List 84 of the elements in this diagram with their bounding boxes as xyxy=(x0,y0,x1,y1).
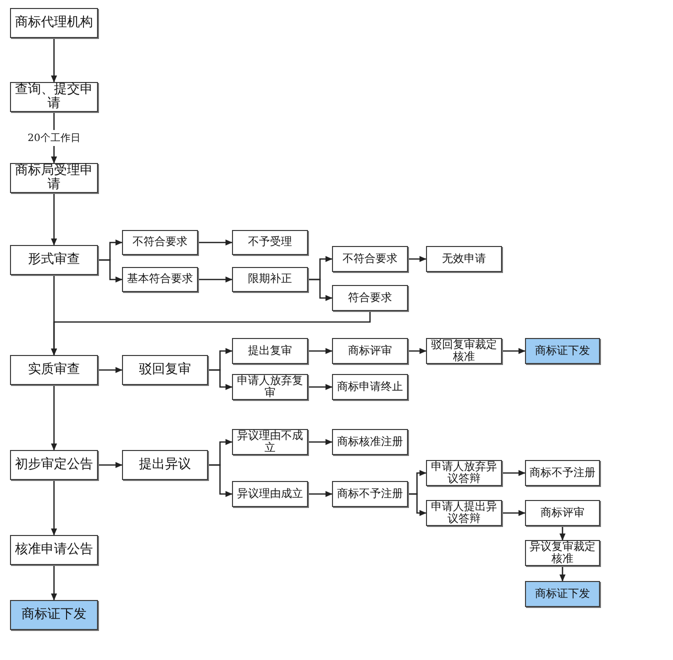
box-label: 实质审查 xyxy=(28,362,80,378)
process-box xyxy=(122,450,208,480)
arrow xyxy=(198,239,232,246)
box-label: 驳回复审 xyxy=(139,362,191,378)
box-label: 商标代理机构 xyxy=(15,16,93,30)
process-box xyxy=(232,481,308,507)
box-label: 查询、提交申请 xyxy=(14,82,94,112)
box-label: 商标证下发 xyxy=(535,588,590,600)
box-label: 异议理由成立 xyxy=(237,488,303,500)
arrow xyxy=(98,366,122,374)
arrow xyxy=(308,438,332,446)
arrow xyxy=(308,348,332,354)
process-box xyxy=(332,429,408,455)
process-box xyxy=(332,481,408,507)
process-box xyxy=(332,374,408,400)
box-label: 初步审定公告 xyxy=(15,458,93,472)
box-label: 商标证下发 xyxy=(22,608,86,622)
box-label: 形式审查 xyxy=(28,252,80,268)
arrow xyxy=(50,480,58,536)
arrow xyxy=(50,275,58,356)
arrow xyxy=(98,462,122,468)
box-label: 符合要求 xyxy=(348,292,392,304)
box-label: 申请人放弃复审 xyxy=(236,374,304,400)
box-label: 基本符合要求 xyxy=(127,273,193,286)
process-box xyxy=(525,581,600,607)
box-label: 商标不予注册 xyxy=(337,488,403,500)
process-box xyxy=(10,245,98,275)
arrow xyxy=(308,384,332,390)
box-label: 无效申请 xyxy=(442,252,486,266)
box-label: 不符合要求 xyxy=(342,252,398,266)
process-box xyxy=(332,285,408,311)
arrow xyxy=(502,510,526,516)
process-box xyxy=(122,230,198,255)
process-box xyxy=(332,338,408,364)
process-box xyxy=(10,600,98,630)
process-box xyxy=(10,8,98,38)
box-label: 不予受理 xyxy=(248,236,292,249)
arrow xyxy=(50,385,58,450)
process-box xyxy=(10,355,98,385)
process-box xyxy=(10,535,98,565)
box-label: 商标申请终止 xyxy=(337,380,403,394)
arrow xyxy=(559,566,566,582)
process-box xyxy=(525,338,600,364)
arrow xyxy=(198,276,232,283)
arrow xyxy=(308,490,332,498)
box-label: 商标局受理申请 xyxy=(14,164,94,192)
box-label: 异议理由不成立 xyxy=(236,430,304,454)
arrow xyxy=(50,38,58,82)
process-box xyxy=(426,246,502,272)
box-label: 商标不予注册 xyxy=(530,466,596,480)
box-label: 商标证下发 xyxy=(535,344,590,358)
arrow xyxy=(502,348,526,354)
process-box xyxy=(10,450,98,480)
box-label: 申请人放弃异议答辩 xyxy=(430,460,498,486)
arrow xyxy=(50,565,58,600)
arrow xyxy=(408,348,426,354)
process-box xyxy=(525,500,600,526)
arrow xyxy=(308,278,332,302)
process-box xyxy=(232,267,308,292)
arrow xyxy=(208,369,232,390)
process-box xyxy=(122,355,208,385)
arrow xyxy=(408,256,426,262)
box-label: 异议复审裁定核准 xyxy=(528,540,596,566)
arrow xyxy=(50,193,58,246)
arrow xyxy=(559,526,566,540)
box-label: 提出异议 xyxy=(139,458,191,472)
process-box xyxy=(332,246,408,272)
box-label: 商标核准注册 xyxy=(337,436,403,448)
box-label: 申请人提出异议答辩 xyxy=(430,500,498,526)
process-box xyxy=(122,267,198,292)
box-label: 商标评审 xyxy=(348,344,392,358)
box-label: 核准申请公告 xyxy=(15,542,93,558)
arrow xyxy=(408,493,426,516)
arrow xyxy=(208,464,232,498)
box-label: 商标评审 xyxy=(540,506,584,520)
box-label: 提出复审 xyxy=(248,344,292,358)
box-label: 不符合要求 xyxy=(132,236,188,249)
process-box xyxy=(232,338,308,364)
box-label: 限期补正 xyxy=(248,273,292,286)
arrow xyxy=(98,259,122,283)
process-box xyxy=(232,230,308,255)
box-label: 驳回复审裁定核准 xyxy=(430,338,498,364)
process-box xyxy=(525,460,600,486)
arrow xyxy=(502,470,526,476)
